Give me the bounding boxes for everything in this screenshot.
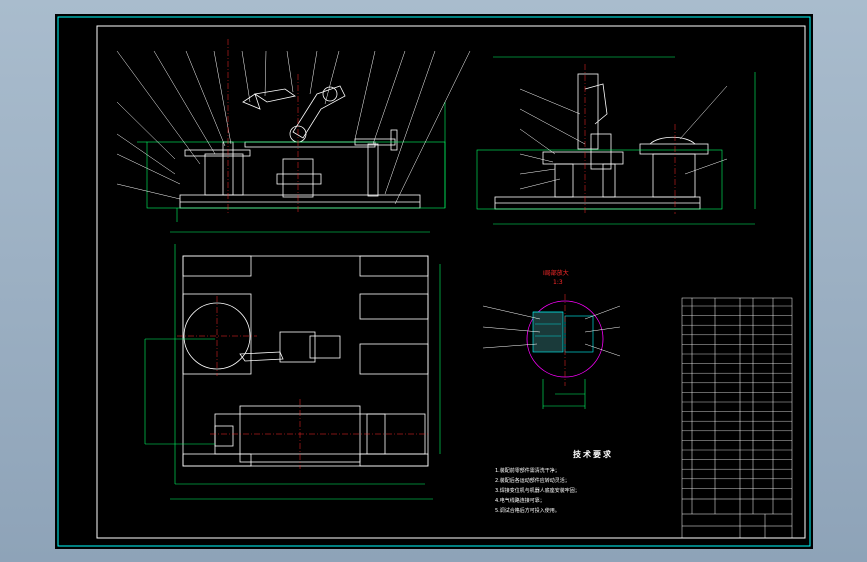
detail-view <box>482 294 621 409</box>
drawing-sheet: I局部放大 1:3 技术要求 1.装配前零部件需清洗干净； 2.装配后各运动部件… <box>55 14 813 549</box>
side-view-dimensions <box>476 56 756 225</box>
inner-border <box>96 25 806 539</box>
detail-view-title: I局部放大 <box>543 270 569 277</box>
technical-requirements: 技术要求 1.装配前零部件需清洗干净； 2.装配后各运动部件应转动灵活； 3.焊… <box>495 449 613 516</box>
front-view <box>179 85 421 209</box>
tech-requirement-item: 3.焊接变位机与机器人底座安装牢固； <box>495 488 580 494</box>
tech-requirement-item: 2.装配后各运动部件应转动灵活； <box>495 478 570 484</box>
side-view <box>494 73 709 210</box>
tech-requirement-item: 1.装配前零部件需清洗干净； <box>495 468 560 474</box>
tech-requirement-item: 5.调试合格后方可投入使用。 <box>495 508 560 514</box>
top-view-dimensions <box>144 231 441 500</box>
tech-requirement-item: 4.电气线路连接可靠； <box>495 498 545 504</box>
bill-of-materials <box>681 297 793 539</box>
assembly-drawing <box>57 16 811 547</box>
front-view-dimensions <box>137 102 446 222</box>
top-view <box>182 255 429 467</box>
outer-border <box>57 16 811 547</box>
front-view-leaders <box>116 50 471 205</box>
technical-requirements-heading: 技术要求 <box>573 450 613 459</box>
detail-view-scale: 1:3 <box>553 279 563 286</box>
